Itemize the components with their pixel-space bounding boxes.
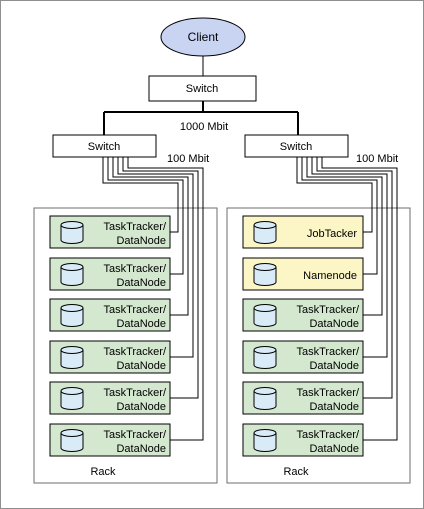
left-rack-switch-label: Switch <box>88 141 120 153</box>
database-disk-icon <box>253 304 277 327</box>
database-disk-icon <box>60 263 84 286</box>
rack-left-label: Rack <box>90 466 116 478</box>
node-cable <box>127 157 204 441</box>
node-label: Namenode <box>303 270 357 282</box>
node-label-line1: TaskTracker/ <box>296 304 359 316</box>
node-label-line1: TaskTracker/ <box>103 387 166 399</box>
node-label-line1: TaskTracker/ <box>296 387 359 399</box>
left-rack-link-speed-label: 100 Mbit <box>167 153 209 165</box>
node-label-line2: DataNode <box>116 360 166 372</box>
worker-node[interactable]: TaskTracker/DataNode <box>242 340 364 374</box>
core-switch-label: Switch <box>186 83 218 95</box>
node-cable <box>117 157 194 358</box>
master-node[interactable]: JobTacker <box>242 215 364 249</box>
database-disk-icon <box>60 346 84 369</box>
node-label-line1: TaskTracker/ <box>103 429 166 441</box>
rack-nodes: TaskTracker/DataNodeTaskTracker/DataNode… <box>49 215 364 457</box>
worker-node[interactable]: TaskTracker/DataNode <box>242 381 364 415</box>
database-disk-icon <box>253 429 277 452</box>
worker-node[interactable]: TaskTracker/DataNode <box>49 298 171 332</box>
node-label-line2: DataNode <box>116 318 166 330</box>
client-label: Client <box>188 30 219 44</box>
node-label-line2: DataNode <box>116 235 166 247</box>
node-cable <box>296 157 373 233</box>
node-label-line2: DataNode <box>309 401 359 413</box>
node-cable <box>102 157 179 233</box>
right-rack-link-speed-label: 100 Mbit <box>356 153 398 165</box>
node-cable <box>311 157 388 358</box>
node-label-line1: TaskTracker/ <box>103 263 166 275</box>
node-cable <box>321 157 398 441</box>
database-disk-icon <box>60 429 84 452</box>
node-cable <box>112 157 189 316</box>
node-cable <box>107 157 184 275</box>
worker-node[interactable]: TaskTracker/DataNode <box>49 381 171 415</box>
worker-node[interactable]: TaskTracker/DataNode <box>49 257 171 291</box>
node-label-line2: DataNode <box>116 277 166 289</box>
node-label: JobTacker <box>307 228 357 240</box>
right-rack-switch[interactable] <box>244 134 349 158</box>
node-label-line2: DataNode <box>116 401 166 413</box>
node-cable <box>316 157 393 399</box>
node-cable <box>306 157 383 316</box>
node-label-line1: TaskTracker/ <box>103 304 166 316</box>
right-rack-switch-label: Switch <box>280 141 312 153</box>
database-disk-icon <box>253 263 277 286</box>
master-node[interactable]: Namenode <box>242 257 364 291</box>
node-label-line2: DataNode <box>309 360 359 372</box>
node-label-line2: DataNode <box>309 318 359 330</box>
node-cable <box>301 157 378 275</box>
database-disk-icon <box>60 387 84 410</box>
node-label-line1: TaskTracker/ <box>296 346 359 358</box>
worker-node[interactable]: TaskTracker/DataNode <box>242 423 364 457</box>
node-cable <box>122 157 199 399</box>
left-rack-switch[interactable] <box>52 134 157 158</box>
database-disk-icon <box>253 346 277 369</box>
database-disk-icon <box>253 221 277 244</box>
database-disk-icon <box>253 387 277 410</box>
worker-node[interactable]: TaskTracker/DataNode <box>49 340 171 374</box>
core-link-speed-label: 1000 Mbit <box>180 121 228 133</box>
database-disk-icon <box>60 304 84 327</box>
database-disk-icon <box>60 221 84 244</box>
client-node[interactable] <box>160 17 246 57</box>
worker-node[interactable]: TaskTracker/DataNode <box>49 423 171 457</box>
rack-right-label: Rack <box>283 466 309 478</box>
node-label-line2: DataNode <box>309 443 359 455</box>
worker-node[interactable]: TaskTracker/DataNode <box>242 298 364 332</box>
node-label-line1: TaskTracker/ <box>103 221 166 233</box>
rack-wires <box>102 157 398 441</box>
worker-node[interactable]: TaskTracker/DataNode <box>49 215 171 249</box>
node-label-line1: TaskTracker/ <box>103 346 166 358</box>
core-switch[interactable] <box>148 75 257 102</box>
node-label-line2: DataNode <box>116 443 166 455</box>
node-label-line1: TaskTracker/ <box>296 429 359 441</box>
